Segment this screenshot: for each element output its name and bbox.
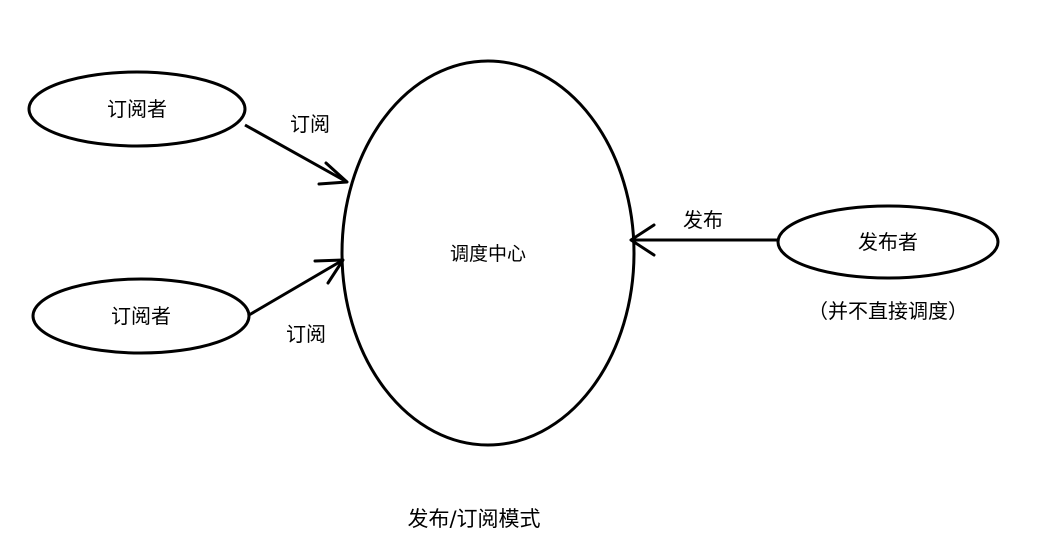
dispatch-center-node [340,59,636,447]
subscriber-node-2 [31,277,251,355]
subscribe-arrowhead-1 [317,161,349,186]
diagram-caption: 发布/订阅模式 [407,507,540,531]
publisher-note: （并不直接调度） [808,299,968,323]
subscribe-edge-2 [248,258,344,317]
publish-arrowhead [629,223,656,257]
subscriber-node-1 [27,70,247,148]
subscribe-edge-1 [244,123,348,184]
publish-edge-label: 发布 [683,208,723,232]
publisher-node [776,204,1000,280]
subscribe-edge-label-1: 订阅 [290,112,330,136]
subscribe-arrowhead-2 [313,258,345,285]
dispatch-center-label: 调度中心 [450,243,526,265]
subscriber-label-1: 订阅者 [107,97,167,121]
subscribe-edge-label-2: 订阅 [286,322,326,346]
subscriber-label-2: 订阅者 [111,304,171,328]
publisher-label: 发布者 [858,230,918,254]
